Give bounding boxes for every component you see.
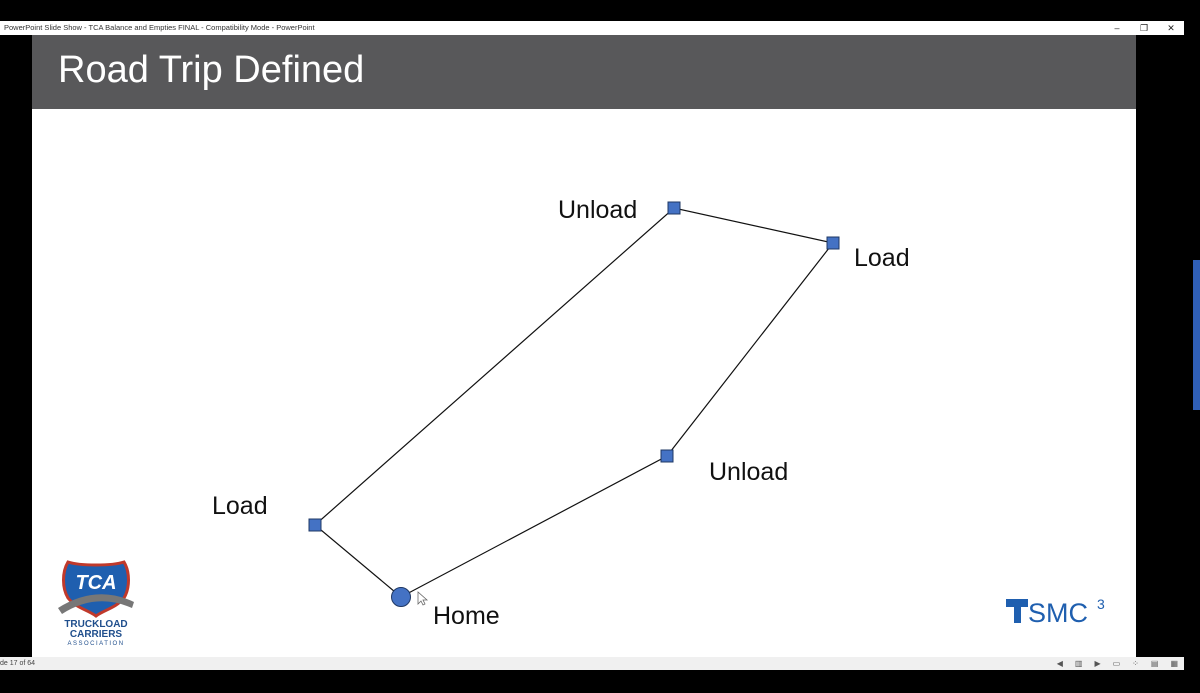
status-controls: ◀ ▥ ▶ ▭ ⁘ ▤ ▦ [1057,657,1178,670]
tca-logo: TCA TRUCKLOAD CARRIERS ASSOCIATION [58,560,134,647]
window-title: PowerPoint Slide Show - TCA Balance and … [4,23,315,32]
tca-line2: CARRIERS [70,629,123,640]
road-trip-diagram: Unload Load Unload Load Home [212,196,910,630]
close-button[interactable]: ✕ [1167,23,1175,33]
tca-letters: TCA [75,572,116,594]
slide-canvas[interactable]: Road Trip Defined Unload Load Unload Loa… [32,35,1136,657]
load-right-marker [826,236,840,250]
smc3-logo: SMC 3 [1006,596,1105,627]
window-titlebar: PowerPoint Slide Show - TCA Balance and … [0,21,1184,35]
restore-button[interactable]: ❐ [1139,23,1149,33]
slide-header-band: Road Trip Defined [32,35,1136,109]
slide-counter: de 17 of 64 [0,660,36,667]
smc-text: SMC [1028,598,1088,627]
slideshow-statusbar: de 17 of 64 ◀ ▥ ▶ ▭ ⁘ ▤ ▦ [0,657,1184,670]
minimize-button[interactable]: – [1114,23,1120,33]
label-load-left: Load [212,492,268,520]
next-slide-icon[interactable]: ▶ [1094,659,1101,668]
side-accent-bar [1193,260,1200,410]
right-letterbox [1184,0,1200,693]
bottom-black-bar [0,670,1200,693]
mouse-cursor-icon [417,591,429,606]
left-letterbox [0,35,32,657]
label-unload-top: Unload [558,196,637,224]
top-black-bar [0,0,1200,21]
unload-top-marker [667,201,681,215]
slide-title: Road Trip Defined [58,49,365,91]
reading-view-icon[interactable]: ▤ [1150,659,1159,668]
tca-road-icon [58,594,134,614]
smc-mark-icon [1006,599,1028,623]
route-path [314,207,835,598]
label-home: Home [433,602,500,630]
slide-menu-icon[interactable]: ▥ [1074,659,1083,668]
home-marker [391,587,411,607]
previous-slide-icon[interactable]: ◀ [1056,659,1063,668]
smc-superscript: 3 [1097,596,1105,612]
tca-line3: ASSOCIATION [67,641,124,647]
tca-line1: TRUCKLOAD [64,619,127,630]
slide-sorter-icon[interactable]: ⁘ [1132,659,1139,668]
normal-view-icon[interactable]: ▭ [1112,659,1121,668]
window-controls: – ❐ ✕ [1112,21,1176,35]
load-left-marker [308,518,322,532]
unload-bottom-marker [660,449,674,463]
slideshow-view-icon[interactable]: ▦ [1170,659,1178,668]
label-unload-bottom: Unload [709,458,788,486]
label-load-right: Load [854,244,910,272]
